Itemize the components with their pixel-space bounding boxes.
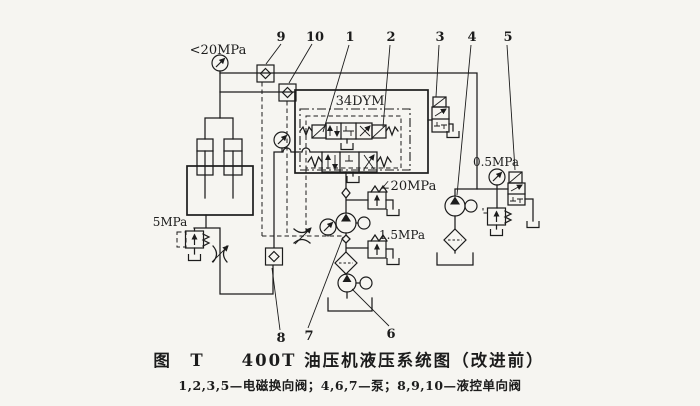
- callout-2: 2: [382, 30, 396, 128]
- pressure-gauge-block: [274, 132, 290, 148]
- svg-text:2: 2: [386, 30, 395, 45]
- filter-center: [334, 251, 358, 275]
- pump-7: [335, 212, 371, 234]
- valve-block-34dym: 34DYM: [294, 89, 429, 184]
- main-directional-valve: [307, 151, 392, 184]
- callout-1: 1: [322, 30, 355, 133]
- svg-text:8: 8: [276, 331, 285, 346]
- press-cylinder-group: [186, 138, 254, 216]
- figure-title: 图 T 400T 油压机液压系统图（改进前）: [153, 350, 544, 370]
- low-relief-label: 1.5MPa: [379, 228, 425, 242]
- pressure-gauge-main: <20MPa: [190, 43, 247, 71]
- callout-8: 8: [271, 267, 286, 346]
- pump-6: [337, 273, 373, 293]
- svg-text:10: 10: [306, 30, 324, 45]
- filter-right: [443, 228, 467, 252]
- svg-text:6: 6: [386, 327, 395, 342]
- svg-text:9: 9: [276, 30, 285, 45]
- solenoid-valve-5: [507, 171, 540, 229]
- relief-valve-1-5mpa: 1.5MPa: [368, 228, 425, 266]
- svg-text:4: 4: [467, 30, 476, 45]
- relief-valve-control: [482, 208, 513, 237]
- callout-5: 5: [503, 30, 516, 171]
- callout-3: 3: [435, 30, 445, 98]
- high-relief-label: ∠20MPa: [380, 179, 437, 194]
- pilot-solenoid-valve: [299, 122, 399, 151]
- throttle-valve-pilot: [293, 227, 312, 245]
- svg-text:3: 3: [435, 30, 444, 45]
- pilot-lines: [261, 82, 342, 237]
- control-pressure-label: 0.5MPa: [473, 155, 519, 169]
- callouts: 1 2 3 4 5 6 7 8: [265, 30, 516, 346]
- pump-4: [444, 195, 478, 217]
- oil-tank-center: [327, 297, 373, 312]
- callout-10: 10: [288, 30, 324, 84]
- block-model-label: 34DYM: [336, 94, 385, 109]
- callout-7: 7: [304, 236, 344, 344]
- oil-tank-right: [436, 252, 474, 266]
- figure-legend: 1,2,3,5—电磁换向阀；4,6,7—泵；8,9,10—液控单向阀: [178, 378, 521, 393]
- svg-text:1: 1: [345, 30, 354, 45]
- return-pressure-label: 5MPa: [153, 215, 188, 229]
- inline-check-valves: [341, 186, 351, 244]
- callout-4: 4: [456, 30, 477, 196]
- callout-9: 9: [265, 30, 286, 65]
- main-pressure-label: <20MPa: [190, 43, 247, 58]
- svg-text:5: 5: [503, 30, 512, 45]
- relief-valve-5mpa: 5MPa: [153, 215, 211, 262]
- pressure-gauge-control: 0.5MPa: [473, 155, 519, 185]
- throttle-valve-left: [211, 245, 229, 263]
- svg-text:7: 7: [304, 329, 313, 344]
- callout-6: 6: [351, 288, 396, 342]
- figure-caption: 图 T 400T 油压机液压系统图（改进前） 1,2,3,5—电磁换向阀；4,6…: [153, 350, 544, 393]
- relief-valve-20mpa: ∠20MPa: [368, 179, 437, 217]
- pressure-gauge-pilot: [320, 219, 336, 237]
- solenoid-valve-3: [427, 96, 460, 139]
- pilot-check-valve-8: [264, 247, 284, 266]
